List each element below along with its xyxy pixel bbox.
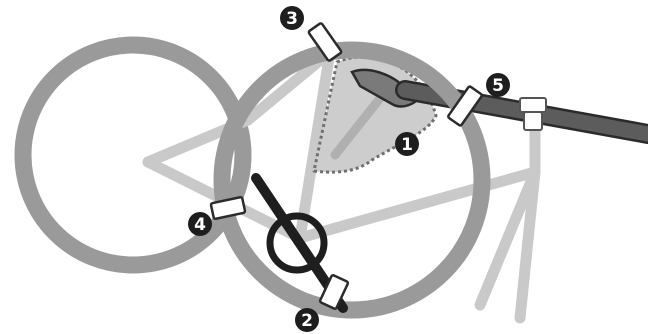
marker-4-label: 4 <box>194 215 206 235</box>
marker-1: 1 <box>395 132 419 156</box>
rear-wheel <box>14 36 252 274</box>
marker-3: 3 <box>280 6 304 30</box>
front-wheel <box>213 41 491 319</box>
marker-5: 5 <box>486 73 510 97</box>
marker-1-label: 1 <box>401 135 413 155</box>
marker-3-label: 3 <box>286 9 298 29</box>
lock-ring <box>266 212 328 274</box>
marker-2-label: 2 <box>301 311 313 331</box>
strap-3 <box>307 22 343 62</box>
marker-4: 4 <box>188 212 212 236</box>
frame-bag-diagonal <box>330 87 390 160</box>
bike-frame <box>142 46 541 324</box>
marker-2: 2 <box>295 308 319 332</box>
strap-2 <box>318 274 350 310</box>
strap-4 <box>209 195 247 221</box>
strap-5 <box>447 85 483 127</box>
stem-clamp <box>519 97 547 131</box>
marker-5-label: 5 <box>492 76 504 96</box>
